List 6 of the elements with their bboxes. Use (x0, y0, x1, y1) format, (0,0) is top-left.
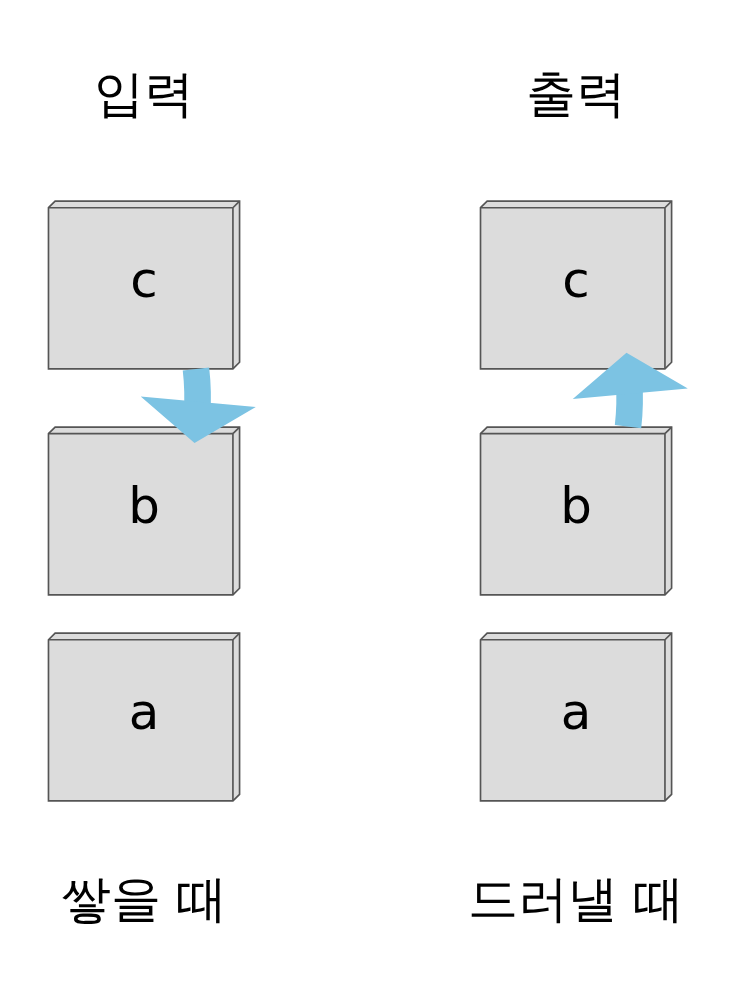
label: 출력 (525, 65, 626, 124)
arrow (572, 352, 688, 429)
label: 드러낼 때 (467, 869, 684, 928)
arrow (140, 367, 256, 443)
label: 쌓을 때 (60, 869, 227, 928)
label: 입력 (93, 65, 194, 124)
